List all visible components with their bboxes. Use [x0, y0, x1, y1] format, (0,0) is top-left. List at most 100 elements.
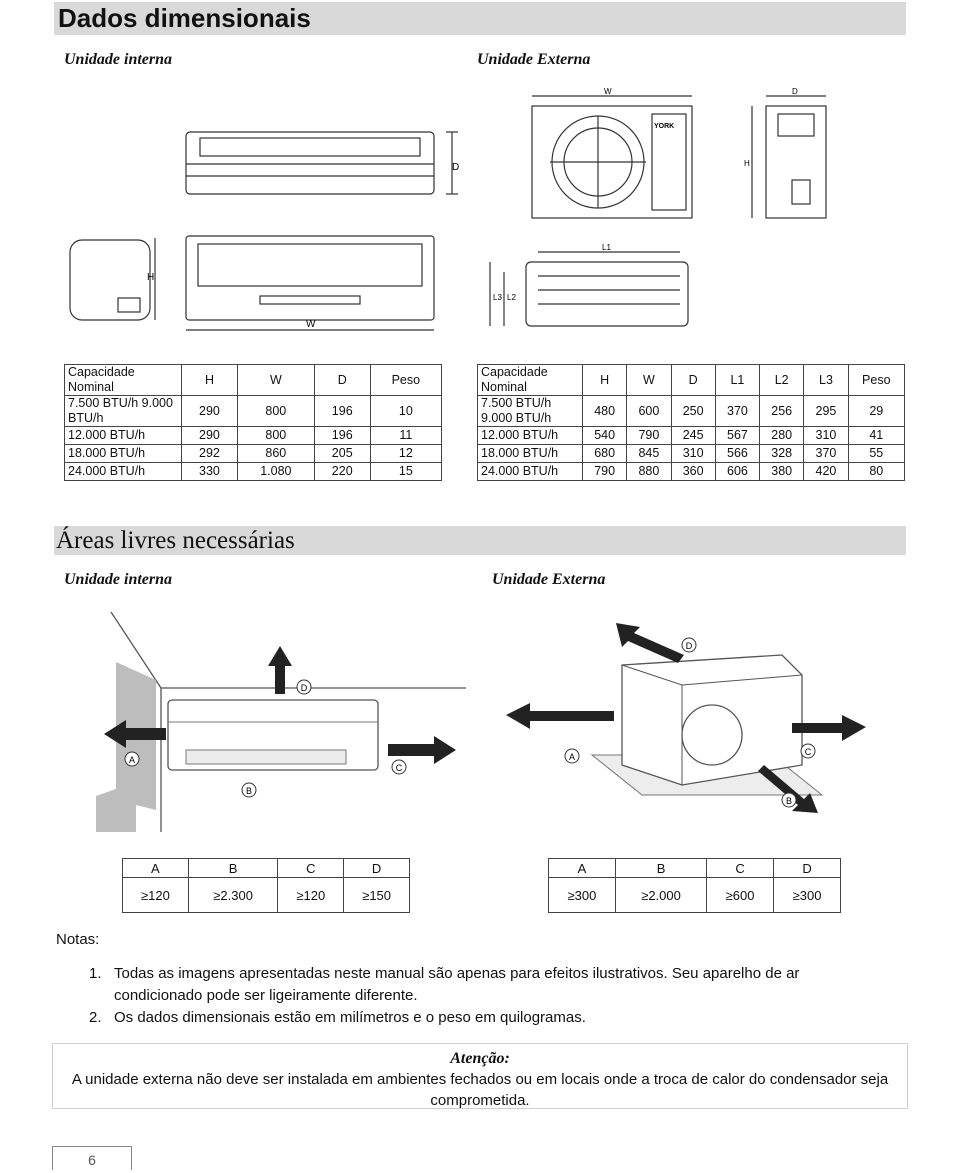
section-header-dimensions: Dados dimensionais — [54, 2, 906, 35]
table-cell: 310 — [803, 426, 849, 445]
table-header-row: Capacidade Nominal H W D L1 L2 L3 Peso — [477, 364, 906, 396]
table-row: 24.000 BTU/h 790 880 360 606 380 420 80 — [477, 462, 906, 481]
dim-label-l3: L3 — [493, 293, 502, 302]
header-cell: A — [548, 858, 616, 878]
table-cell: 11 — [369, 426, 443, 445]
table-cell: 80 — [847, 462, 906, 481]
table-cell: ≥2.000 — [614, 877, 708, 913]
indoor-unit-heading: Unidade interna — [64, 571, 173, 588]
attention-title: Atenção: — [450, 1050, 510, 1067]
marker-c: C — [396, 763, 403, 773]
table-cell: 205 — [313, 444, 371, 463]
table-cell: 380 — [759, 462, 805, 481]
header-cell: B — [614, 858, 708, 878]
table-cell: 370 — [803, 444, 849, 463]
table-cell: 790 — [626, 426, 672, 445]
table-cell: 245 — [670, 426, 716, 445]
header-cell: D — [313, 364, 371, 396]
table-row: ≥120 ≥2.300 ≥120 ≥150 — [122, 877, 410, 913]
table-cell: 250 — [670, 395, 716, 427]
table-cell: 12.000 BTU/h — [64, 426, 182, 445]
dim-label-h: H — [147, 272, 154, 283]
header-cell: H — [181, 364, 238, 396]
marker-a: A — [129, 755, 135, 765]
table-cell: 12.000 BTU/h — [477, 426, 583, 445]
header-cell: Peso — [369, 364, 443, 396]
header-cell: A — [122, 858, 189, 878]
table-cell: 256 — [759, 395, 805, 427]
table-cell: 280 — [759, 426, 805, 445]
header-cell: C — [277, 858, 345, 878]
header-cell: Capacidade Nominal — [477, 364, 583, 396]
table-cell: 567 — [714, 426, 761, 445]
table-cell: 600 — [626, 395, 672, 427]
note-text: Os dados dimensionais estão em milímetro… — [114, 1009, 586, 1026]
attention-text: A unidade externa não deve ser instalada… — [71, 1071, 889, 1109]
header-cell: D — [773, 858, 841, 878]
list-item: 1. Todas as imagens apresentadas neste m… — [89, 963, 874, 1007]
header-cell: L3 — [803, 364, 849, 396]
marker-d: D — [686, 641, 693, 651]
marker-c: C — [805, 747, 812, 757]
table-cell: 800 — [236, 395, 315, 427]
table-cell: 290 — [181, 395, 238, 427]
table-cell: ≥120 — [277, 877, 345, 913]
table-cell: 360 — [670, 462, 716, 481]
table-cell: 420 — [803, 462, 849, 481]
table-cell: 196 — [313, 395, 371, 427]
table-cell: 10 — [369, 395, 443, 427]
dim-label-w: W — [306, 319, 316, 330]
outdoor-clearance-illustration: D A C B — [506, 623, 866, 813]
table-cell: 15 — [369, 462, 443, 481]
table-cell: 480 — [581, 395, 628, 427]
notes-label: Notas: — [56, 931, 100, 948]
table-cell: 41 — [847, 426, 906, 445]
attention-box: Atenção: A unidade externa não deve ser … — [52, 1043, 908, 1109]
section-title: Áreas livres necessárias — [56, 527, 295, 554]
marker-b: B — [246, 786, 252, 796]
table-cell: 24.000 BTU/h — [477, 462, 583, 481]
header-cell: W — [626, 364, 672, 396]
table-header-row: Capacidade Nominal H W D Peso — [64, 364, 443, 396]
table-cell: 880 — [626, 462, 672, 481]
header-cell: C — [706, 858, 775, 878]
table-cell: 680 — [581, 444, 628, 463]
table-cell: ≥300 — [773, 877, 841, 913]
outdoor-dimensions-table: Capacidade Nominal H W D L1 L2 L3 Peso 7… — [477, 364, 906, 481]
outdoor-unit-heading: Unidade Externa — [477, 51, 591, 68]
brand-logo-text: YORK — [654, 123, 674, 130]
table-cell: 328 — [759, 444, 805, 463]
note-text: Todas as imagens apresentadas neste manu… — [114, 965, 800, 1004]
note-number: 2. — [89, 1009, 102, 1026]
outdoor-unit-drawing: W D H YORK L1 L2 L3 — [489, 87, 827, 327]
header-cell: B — [187, 858, 279, 878]
dim-label-l1: L1 — [602, 243, 611, 252]
table-cell: ≥300 — [548, 877, 616, 913]
header-cell: L1 — [714, 364, 761, 396]
table-cell: 606 — [714, 462, 761, 481]
table-cell: 196 — [313, 426, 371, 445]
section-title: Dados dimensionais — [58, 3, 311, 33]
outdoor-clearance-table: A B C D ≥300 ≥2.000 ≥600 ≥300 — [548, 858, 841, 913]
table-cell: ≥150 — [343, 877, 410, 913]
table-cell: 29 — [847, 395, 906, 427]
table-cell: 292 — [181, 444, 238, 463]
header-cell: Peso — [847, 364, 906, 396]
table-row: 12.000 BTU/h 540 790 245 567 280 310 41 — [477, 426, 906, 445]
table-cell: 295 — [803, 395, 849, 427]
indoor-unit-drawing: D H W — [69, 131, 459, 331]
table-row: 12.000 BTU/h 290 800 196 11 — [64, 426, 443, 445]
table-cell: 24.000 BTU/h — [64, 462, 182, 481]
table-row: ≥300 ≥2.000 ≥600 ≥300 — [548, 877, 841, 913]
indoor-unit-heading: Unidade interna — [64, 51, 173, 68]
section-header-clearances: Áreas livres necessárias — [54, 526, 906, 555]
indoor-dimensions-table: Capacidade Nominal H W D Peso 7.500 BTU/… — [64, 364, 443, 481]
table-cell: 790 — [581, 462, 628, 481]
header-cell: L2 — [759, 364, 805, 396]
marker-b: B — [786, 796, 792, 806]
table-header-row: A B C D — [122, 858, 410, 878]
outdoor-unit-heading: Unidade Externa — [492, 571, 606, 588]
table-cell: 7.500 BTU/h 9.000 BTU/h — [477, 395, 583, 427]
dim-label-l2: L2 — [507, 293, 516, 302]
note-number: 1. — [89, 965, 102, 982]
